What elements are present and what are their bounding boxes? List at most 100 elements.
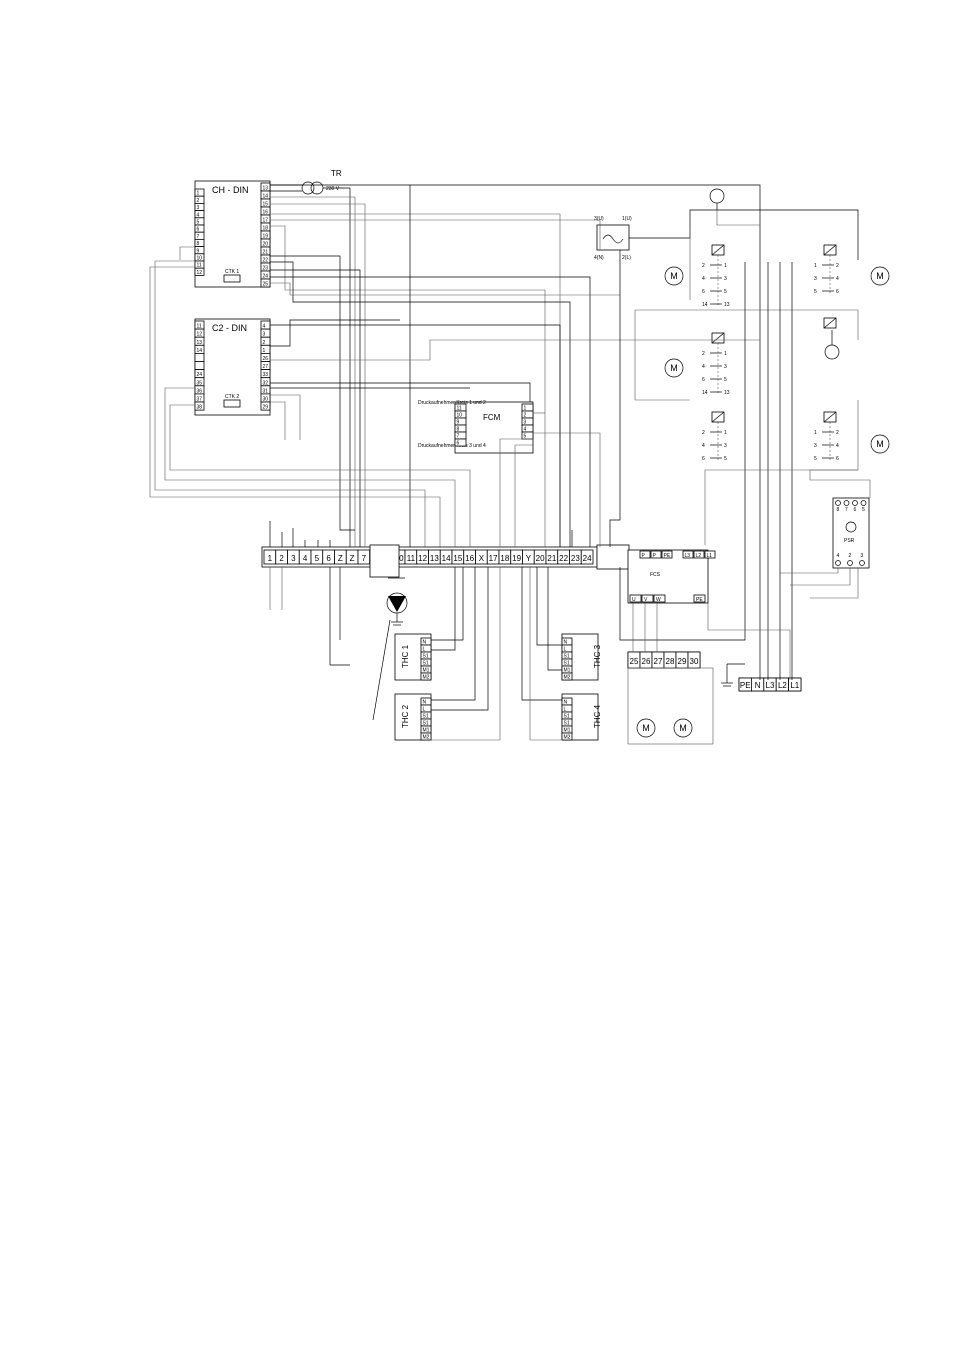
terminal [580, 549, 594, 565]
motor-symbol [664, 358, 684, 378]
contactor-pin-label: 4 [836, 443, 839, 449]
fcs-top-pin-label: L1 [707, 553, 713, 559]
thc-pin-label: S1 [564, 721, 570, 727]
ch-din-left-pin [194, 267, 205, 276]
contactor-pin-label: 1 [724, 263, 727, 269]
c2-din-left-pin-label: 35 [197, 380, 203, 386]
psr-bottom-pin [847, 560, 853, 566]
fcs-bottom-pin [653, 594, 666, 603]
supply-terminal-label: L3 [766, 681, 775, 690]
sensor-2 [824, 330, 840, 360]
inverter: 3(U) 1(U) 4(N) 2(L) [594, 216, 632, 261]
motor-terminal-label: 28 [666, 657, 675, 666]
contactor-pin-label: 14 [702, 390, 708, 396]
contactor-pin-label: 3 [724, 443, 727, 449]
ctk1-connector [223, 274, 241, 283]
terminal-label: 7 [362, 554, 367, 563]
psr-bottom-pin [859, 560, 865, 566]
terminal-label: X [479, 554, 485, 563]
terminal-label: 3 [291, 554, 296, 563]
ch-din-right-pin-label: 13 [263, 186, 269, 192]
motor-label: M [642, 723, 650, 733]
motor-symbol [673, 718, 693, 738]
contactor-pin-label: 6 [836, 289, 839, 295]
thc-pin-label: L [423, 707, 426, 713]
c2-din-right-pin-label: 27 [263, 364, 269, 370]
c2-din-right-pin-label: 31 [263, 388, 269, 394]
contactor-pin-label: 13 [724, 302, 730, 308]
terminal-label: Z [338, 554, 343, 563]
fcm-right-pin-label: 1 [524, 406, 527, 412]
fcm-left-pin-label: 8 [457, 427, 460, 433]
ch-din-left-pin-label: 11 [197, 263, 202, 269]
ch-din-left-pin-label: 10 [197, 256, 203, 262]
c2-din-left-pin-label: 11 [197, 324, 202, 330]
c2-din-left-pin [194, 352, 205, 362]
ctk2-connector [223, 399, 241, 408]
fcs-top-pin [639, 550, 651, 559]
terminal-label: 21 [547, 554, 556, 563]
contactor-pin-label: 4 [702, 276, 705, 282]
fcs-bottom-pin-label: U [632, 597, 636, 603]
thc-pin-label: N [423, 700, 427, 706]
c2-din-right-pin-label: 32 [263, 380, 269, 386]
contactor-coil-mark [711, 244, 725, 256]
thc-pin-label: M1 [423, 668, 430, 674]
pump-symbol [372, 577, 408, 721]
fcm-right-pin-label: 5 [524, 434, 527, 440]
fcs-terminal-group [596, 544, 630, 570]
ch-din-right-pin-label: 24 [263, 274, 269, 280]
thc-pin-label: M1 [564, 668, 571, 674]
c2-din-right-pin-label: 26 [263, 356, 269, 362]
fcm-note-1: Druckaufnehmer Kreis 1 und 2 [418, 400, 486, 406]
contactor-pin-label: 2 [702, 430, 705, 436]
psr-top-pin [843, 500, 850, 506]
thc-pin [561, 672, 573, 681]
ch-din-left-pin-label: 12 [197, 270, 203, 276]
c2-din-right-pin-label: 1 [263, 348, 266, 354]
ch-din-left-pin-label: 9 [197, 248, 200, 254]
terminal-label: 5 [315, 554, 320, 563]
transformer-tr: TR 230 V ~ [270, 169, 350, 195]
terminal-label: 22 [559, 554, 568, 563]
thc-pin-label: M1 [564, 728, 571, 734]
ch-din-right-pin-label: 21 [263, 250, 269, 256]
c2-din-left-pin-label: 38 [197, 405, 203, 411]
contactor-pin-label: 6 [702, 456, 705, 462]
ctk2-label: CTK 2 [225, 394, 239, 400]
thc-pin [420, 732, 432, 741]
ch-din-left-pin-label: 6 [197, 227, 200, 233]
fcs-top-pin [682, 550, 694, 559]
thc-pin [420, 672, 432, 681]
contactor-pin-label: 2 [702, 351, 705, 357]
contactor-pin-label: 4 [702, 364, 705, 370]
psr-top-pin [835, 500, 841, 506]
thc-pin [561, 732, 573, 741]
ctk1-label: CTK 1 [225, 269, 239, 275]
ch-din-left-pin-label: 1 [197, 191, 200, 197]
c2-din-right-pin-label: 4 [263, 324, 266, 330]
motor-label: M [670, 363, 678, 373]
c2-din-left-pin-label: 24 [197, 372, 203, 378]
terminal-label: 15 [453, 554, 462, 563]
supply-terminal-label: N [755, 681, 761, 690]
psr-top-pin-label: 5 [862, 507, 865, 513]
supply-terminal-label: PE [740, 681, 751, 690]
thc-pin-label: S1 [564, 661, 570, 667]
ch-din-left-pin-label: 5 [197, 220, 200, 226]
thc3-label: THC 3 [593, 644, 602, 668]
terminal-label: 4 [303, 554, 308, 563]
inverter-u3: 3(U) [594, 216, 604, 222]
c2-din-right-pin-label: 33 [263, 372, 269, 378]
terminal-label: 12 [418, 554, 427, 563]
terminal-label: 17 [489, 554, 498, 563]
terminal-label: 11 [407, 554, 416, 563]
c2-din-right-pin-label: 2 [263, 340, 266, 346]
inverter-n: 4(N) [594, 255, 604, 261]
contactor-pin-label: 5 [724, 456, 727, 462]
thc2-label: THC 2 [401, 704, 410, 728]
thc-pin-label: L [564, 647, 567, 653]
motor-label: M [876, 439, 884, 449]
